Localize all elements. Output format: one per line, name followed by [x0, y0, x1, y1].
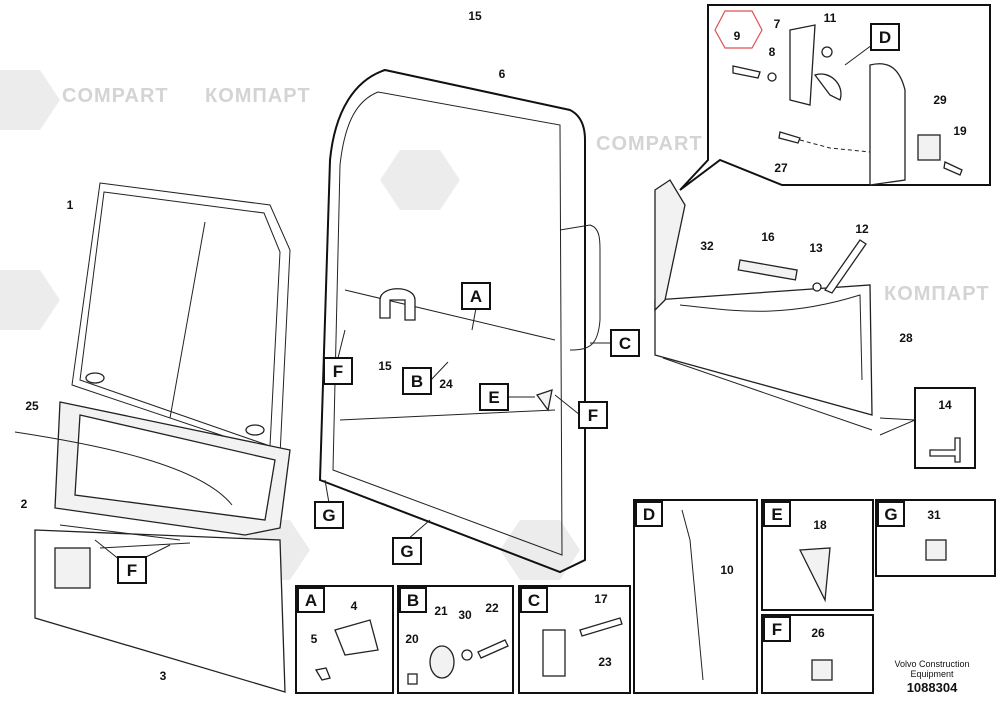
detail-inset-top — [679, 4, 991, 191]
part-label: 29 — [933, 93, 947, 107]
part-label: 26 — [811, 626, 825, 640]
part-label: 2 — [21, 497, 28, 511]
part-label: 24 — [439, 377, 453, 391]
footer-line-1: Volvo Construction — [894, 659, 969, 669]
part-label: 32 — [700, 239, 714, 253]
part-label: 21 — [434, 604, 448, 618]
part-label: 25 — [25, 399, 39, 413]
callout-f: F — [127, 561, 137, 580]
watermark-text: COMPART — [62, 85, 169, 107]
part-label: 18 — [813, 518, 827, 532]
part-label: 16 — [761, 230, 775, 244]
part-label: 15 — [378, 359, 392, 373]
lower-panel-part-2 — [14, 401, 291, 536]
footer-credit: Volvo Construction Equipment 1088304 — [894, 659, 969, 695]
callout-f: F — [588, 406, 598, 425]
part-label: 12 — [855, 222, 869, 236]
part-label: 23 — [598, 655, 612, 669]
drawing-number: 1088304 — [907, 680, 958, 695]
upper-window-part-1 — [71, 182, 291, 456]
callout-c: C — [619, 334, 631, 353]
watermark-text: КОМПАРТ — [884, 283, 990, 305]
detail-box-a: A — [295, 585, 394, 694]
detail-box-b: B — [397, 585, 514, 694]
part-label: 6 — [499, 67, 506, 81]
part-label: 7 — [774, 17, 781, 31]
detail-label-d: D — [643, 505, 655, 524]
part-label: 15 — [468, 9, 482, 23]
part-label: 17 — [594, 592, 608, 606]
part-label: 5 — [311, 632, 318, 646]
part-label: 28 — [899, 331, 913, 345]
highlight-hexagon — [714, 10, 763, 49]
part-label: 3 — [160, 669, 167, 683]
watermark-text: COMPART — [596, 133, 703, 155]
part-label: 27 — [774, 161, 788, 175]
part-label: 8 — [769, 45, 776, 59]
part-label: 11 — [824, 11, 837, 25]
side-panel-part-28 — [654, 179, 961, 463]
callout-g: G — [400, 542, 413, 561]
part-label: 13 — [809, 241, 823, 255]
detail-box-g: G — [875, 499, 996, 577]
callout-e: E — [488, 388, 499, 407]
part-label: 30 — [458, 608, 472, 622]
callout-f: F — [333, 362, 343, 381]
part-label: 9 — [734, 29, 741, 43]
callout-d: D — [879, 28, 891, 47]
callout-b: B — [411, 372, 423, 391]
part-label: 19 — [953, 124, 967, 138]
detail-label-b: B — [407, 591, 419, 610]
lower-door-panel-part-3 — [34, 524, 286, 693]
detail-label-e: E — [771, 505, 782, 524]
part-label: 4 — [351, 599, 358, 613]
footer-line-2: Equipment — [910, 669, 954, 679]
detail-label-a: A — [305, 591, 317, 610]
part-label: 20 — [405, 632, 419, 646]
callout-g: G — [322, 506, 335, 525]
detail-box-e: E — [761, 499, 874, 611]
door-frame-part-6 — [318, 68, 601, 574]
detail-label-c: C — [528, 591, 540, 610]
detail-box-c: C — [518, 585, 631, 694]
watermark-text: КОМПАРТ — [205, 85, 311, 107]
part-number-labels: 15 6 1 25 2 3 15 24 16 13 12 32 28 14 10… — [21, 9, 967, 683]
part-label: 1 — [67, 198, 74, 212]
watermark: COMPART КОМПАРТ COMPART КОМПАРТ — [62, 85, 990, 305]
callout-a: A — [470, 287, 482, 306]
detail-label-g: G — [884, 505, 897, 524]
callouts: A C B E F F G G D F — [94, 23, 976, 584]
part-label: 22 — [485, 601, 499, 615]
detail-box-f: F — [761, 614, 874, 694]
part-label: 14 — [938, 398, 952, 412]
detail-label-f: F — [772, 620, 782, 639]
part-label: 31 — [927, 508, 941, 522]
part-label: 10 — [720, 563, 734, 577]
detail-box-d: D — [633, 499, 758, 694]
